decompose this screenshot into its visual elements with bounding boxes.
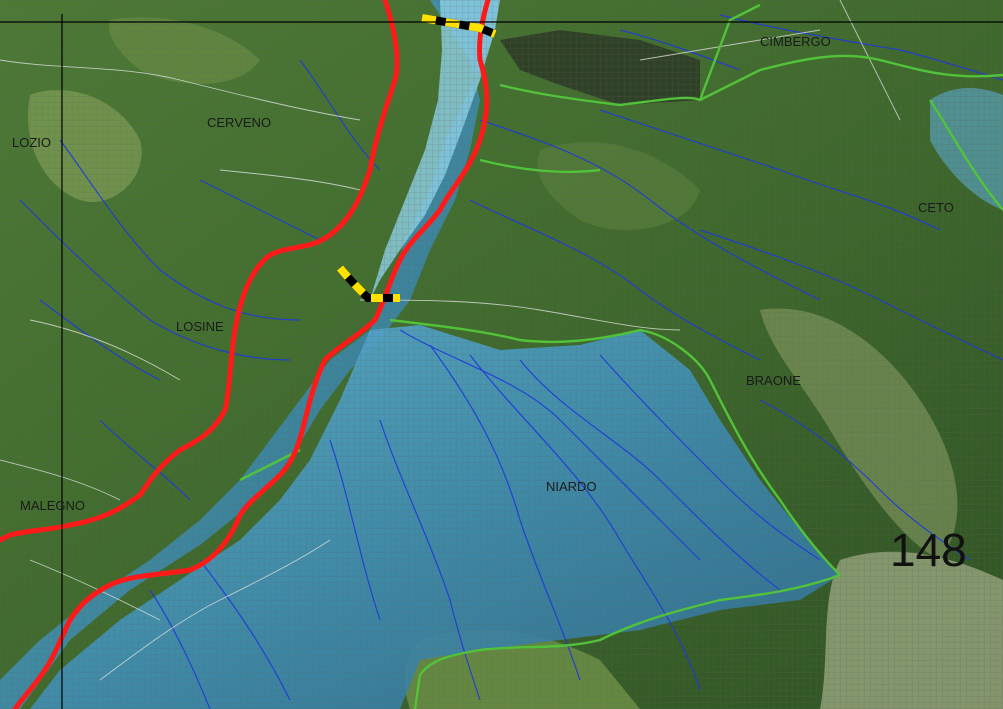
place-label-cimbergo: CIMBERGO	[760, 34, 831, 49]
map-frame	[0, 14, 1003, 709]
red-boundaries	[0, 0, 491, 709]
place-labels: CIMBERGO LOZIO CERVENO CETO LOSINE BRAON…	[12, 34, 954, 513]
place-label-lozio: LOZIO	[12, 135, 51, 150]
sheet-number: 148	[890, 524, 967, 576]
place-label-niardo: NIARDO	[546, 479, 597, 494]
place-label-losine: LOSINE	[176, 319, 224, 334]
hazard-markers	[336, 14, 497, 302]
municipal-boundaries	[239, 3, 1003, 709]
place-label-cerveno: CERVENO	[207, 115, 271, 130]
place-label-ceto: CETO	[918, 200, 954, 215]
place-label-malegno: MALEGNO	[20, 498, 85, 513]
place-label-braone: BRAONE	[746, 373, 801, 388]
